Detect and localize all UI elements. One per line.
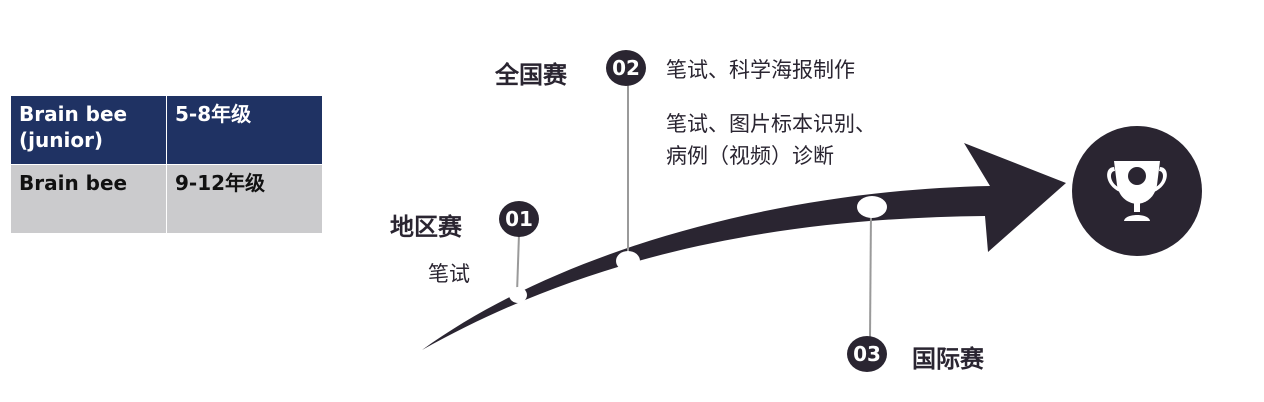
table-cell-grade: 5-8年级 xyxy=(166,95,323,165)
leader-line-03 xyxy=(869,209,872,339)
stage-tasks-02: 笔试、科学海报制作 xyxy=(666,58,855,82)
leader-line-01 xyxy=(516,233,520,294)
stage-tasks-03: 笔试、图片标本识别、 病例（视频）诊断 xyxy=(666,112,876,168)
table-row: Brain bee (junior) 5-8年级 xyxy=(10,95,323,165)
row-name-junior: Brain bee (junior) xyxy=(19,102,128,152)
row-grade-junior: 5-8年级 xyxy=(175,102,252,126)
stage-name-01: 地区赛 xyxy=(390,212,462,241)
row-grade-senior: 9-12年级 xyxy=(175,171,266,195)
stage-name-02: 全国赛 xyxy=(495,60,567,89)
stage-tasks-01: 笔试 xyxy=(428,262,470,286)
stage-name-03: 国际赛 xyxy=(912,344,984,373)
row-name-senior: Brain bee xyxy=(19,171,128,195)
trophy-cup-highlight xyxy=(1128,167,1146,185)
stage-number-badge-01: 01 xyxy=(499,201,539,237)
table-cell-name: Brain bee (junior) xyxy=(10,95,167,165)
milestone-dot-01 xyxy=(509,287,527,303)
table-row: Brain bee 9-12年级 xyxy=(10,164,323,234)
table-cell-name: Brain bee xyxy=(10,164,167,234)
table-cell-grade: 9-12年级 xyxy=(166,164,323,234)
stage-number-badge-02: 02 xyxy=(606,50,646,86)
grade-table: Brain bee (junior) 5-8年级 Brain bee 9-12年… xyxy=(10,95,323,234)
stage-number-badge-03: 03 xyxy=(847,336,887,372)
milestone-dot-03 xyxy=(857,196,887,218)
curved-arrow xyxy=(422,143,1066,350)
milestone-dot-02 xyxy=(616,251,640,271)
